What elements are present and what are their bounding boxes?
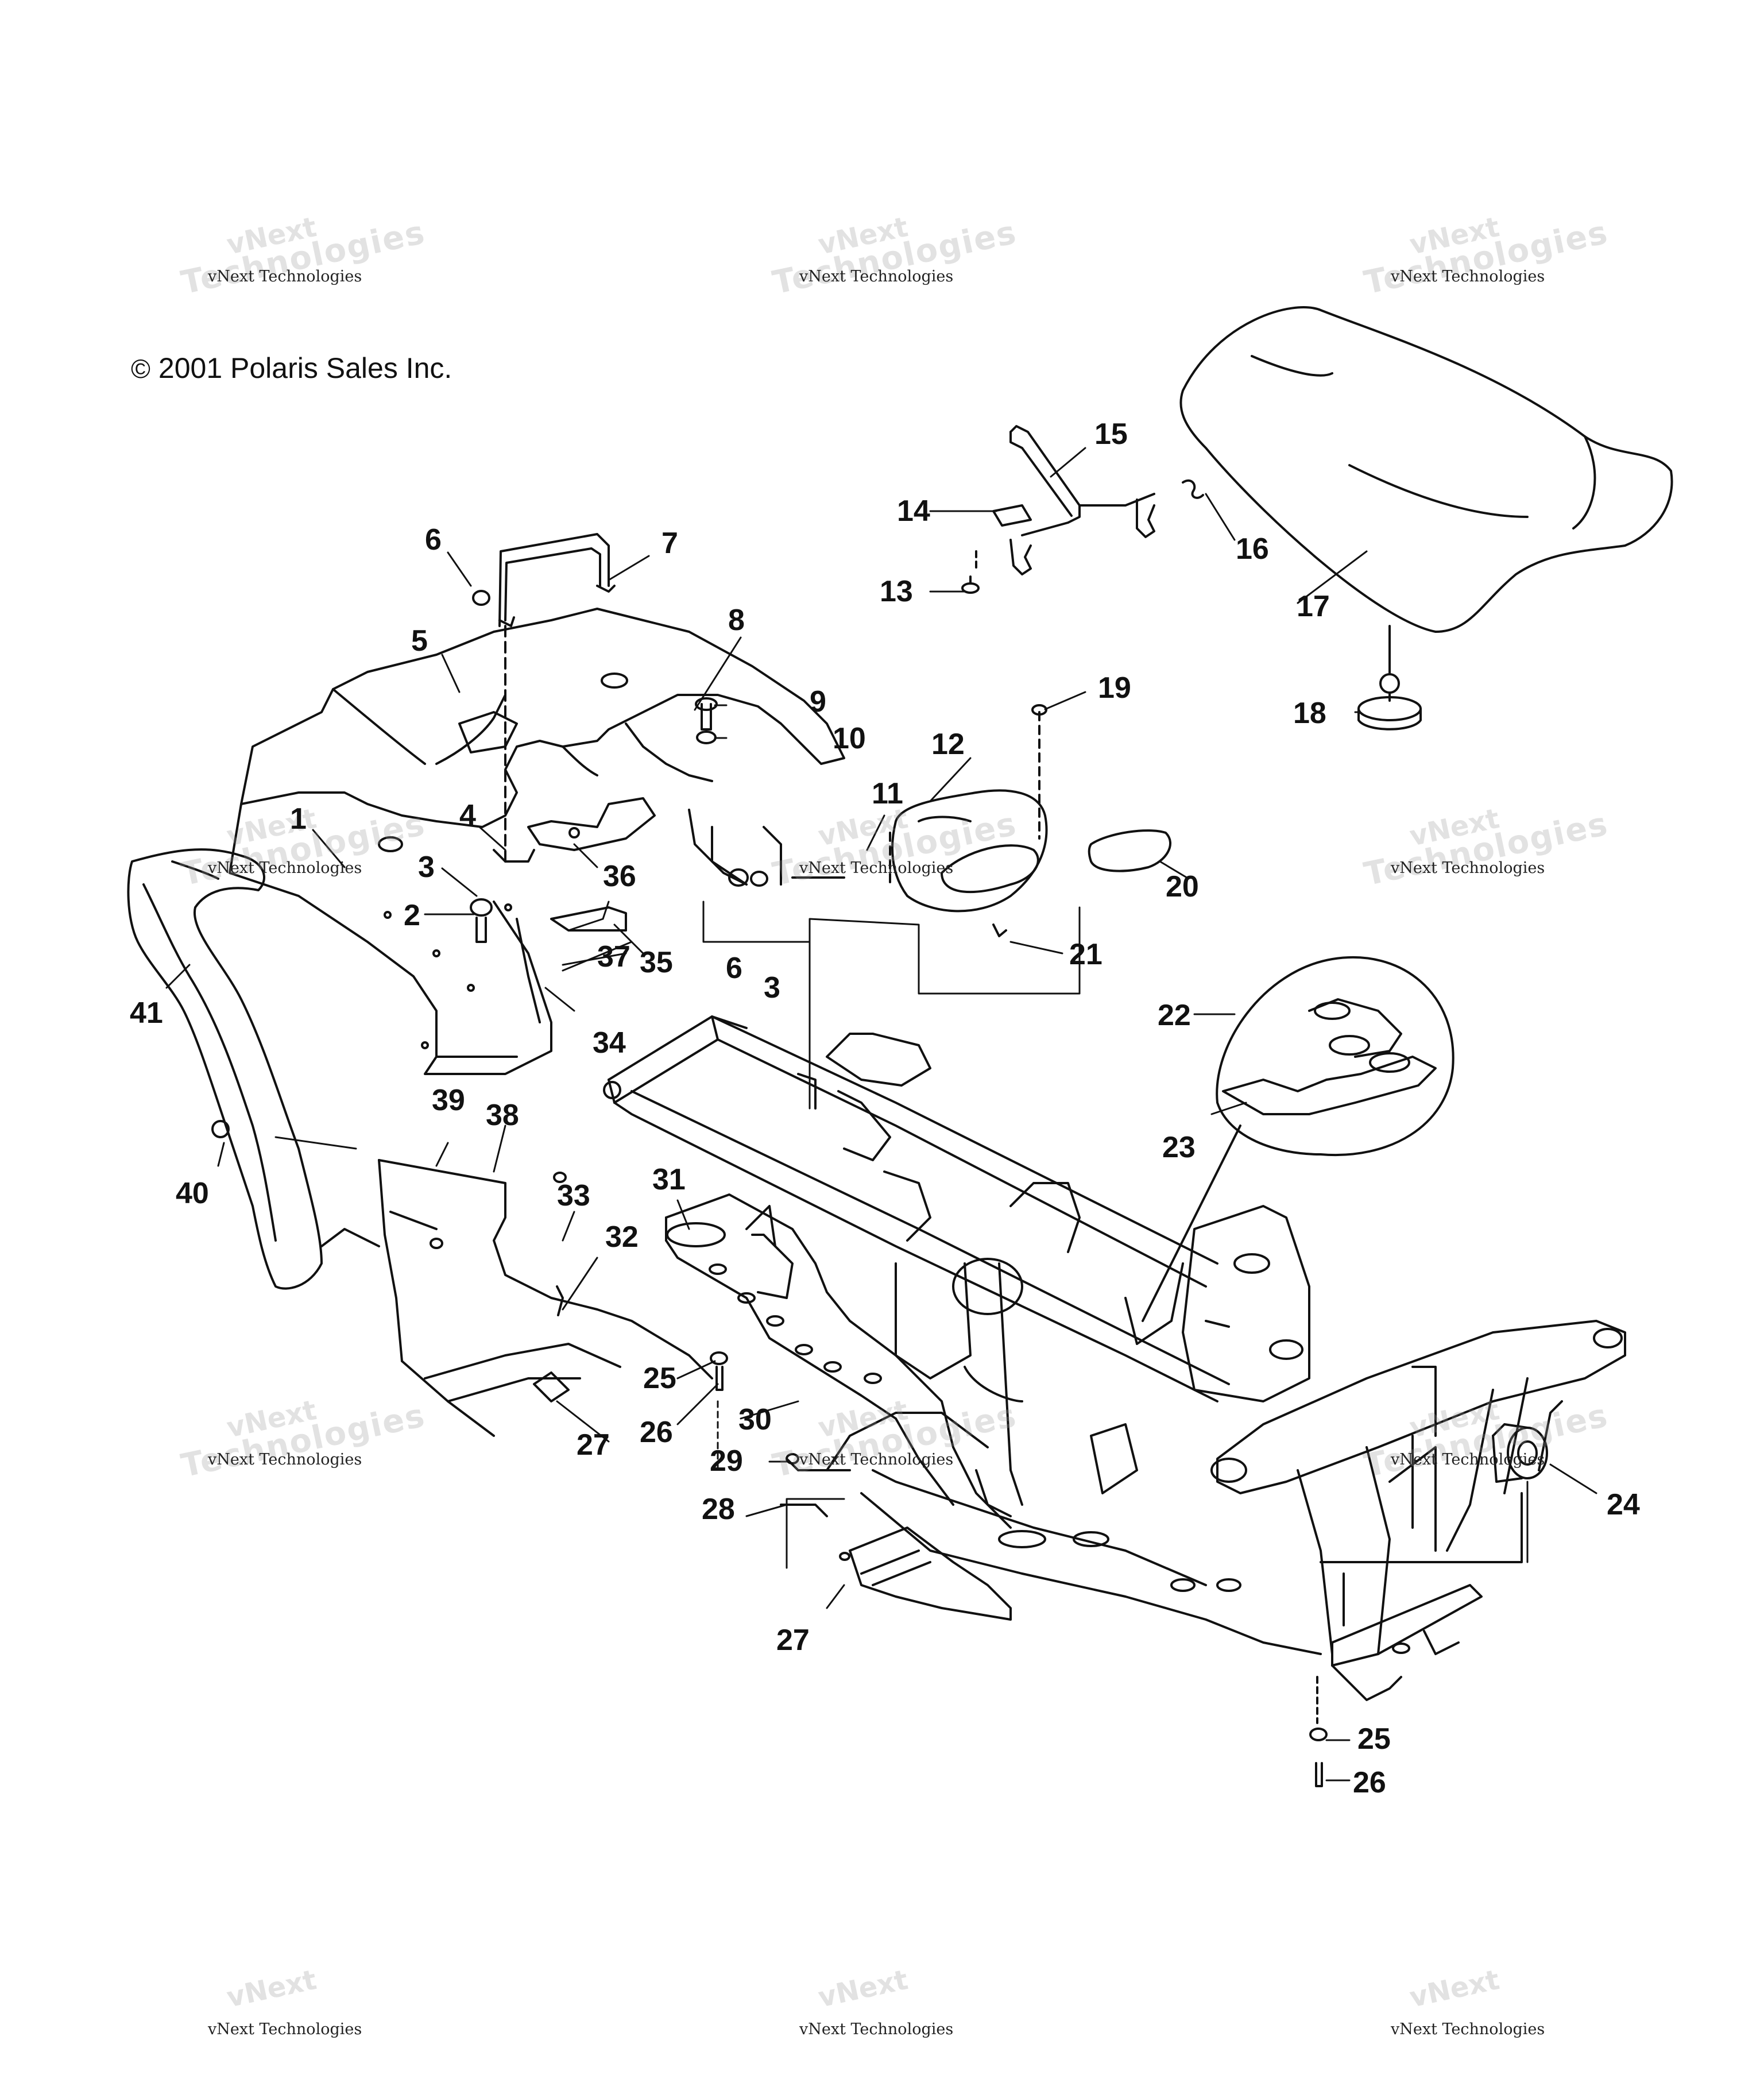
- callout-30: 30: [738, 1403, 772, 1436]
- copyright-notice: © 2001 Polaris Sales Inc.: [131, 351, 452, 385]
- watermark-small: vNext Technologies: [208, 859, 362, 877]
- callout-31: 31: [652, 1163, 686, 1196]
- callout-25: 25: [643, 1362, 676, 1395]
- frame-part: [603, 1015, 1626, 1701]
- detail-inset-part: [1142, 956, 1454, 1322]
- watermark: vNext Technologies vNext Technologies: [178, 802, 442, 918]
- callout-6b: 6: [726, 952, 742, 985]
- callout-3b: 3: [764, 971, 780, 1004]
- watermark-small: vNext Technologies: [799, 268, 954, 285]
- callout-3: 3: [418, 851, 435, 884]
- callout-17: 17: [1297, 590, 1330, 623]
- callout-2: 2: [404, 899, 420, 932]
- footwell-part: [320, 1159, 713, 1437]
- watermark: vNext vNext Technologies: [1361, 1964, 1625, 2079]
- watermark-small: vNext Technologies: [799, 2020, 954, 2038]
- callout-25b: 25: [1357, 1722, 1391, 1756]
- callout-16: 16: [1236, 532, 1269, 566]
- callout-4: 4: [459, 799, 476, 832]
- callout-1: 1: [290, 802, 307, 836]
- copyright-text: 2001 Polaris Sales Inc.: [158, 352, 452, 384]
- rear-fender-part: [229, 608, 845, 1075]
- callout-8: 8: [728, 604, 745, 637]
- callout-39: 39: [432, 1084, 465, 1117]
- watermark-small: vNext Technologies: [1391, 859, 1545, 877]
- callout-28: 28: [702, 1493, 735, 1526]
- watermark: vNext Technologies vNext Technologies: [178, 211, 442, 326]
- watermark-small: vNext Technologies: [208, 2020, 362, 2038]
- fasteners-part: [211, 590, 1328, 1787]
- guide-lines: [274, 901, 1529, 1569]
- callout-41: 41: [130, 996, 163, 1030]
- callout-11: 11: [872, 777, 903, 810]
- watermark-small: vNext Technologies: [1391, 268, 1545, 285]
- watermark-small: vNext Technologies: [1391, 1451, 1545, 1469]
- callout-13: 13: [880, 575, 913, 608]
- callout-5: 5: [411, 624, 428, 658]
- callout-40: 40: [176, 1177, 209, 1210]
- callout-20: 20: [1166, 870, 1199, 903]
- seat-bumper-part: [1357, 625, 1422, 731]
- callout-9: 9: [810, 685, 826, 718]
- watermark: vNext vNext Technologies: [769, 1964, 1034, 2079]
- callout-18: 18: [1293, 697, 1326, 730]
- grab-rail-part: [127, 848, 323, 1290]
- watermark: vNext Technologies vNext Technologies: [1361, 1394, 1625, 1509]
- callout-29: 29: [710, 1444, 743, 1478]
- callout-34: 34: [593, 1026, 626, 1060]
- callout-33: 33: [557, 1179, 590, 1212]
- watermark: vNext Technologies vNext Technologies: [178, 1394, 442, 1509]
- callout-14: 14: [897, 494, 930, 528]
- watermark: vNext Technologies vNext Technologies: [769, 802, 1034, 918]
- watermark: vNext Technologies vNext Technologies: [769, 1394, 1034, 1509]
- watermark: vNext vNext Technologies: [178, 1964, 442, 2079]
- seat-part: [1179, 306, 1673, 633]
- storage-box-part: [889, 711, 1172, 937]
- seat-latch-part: [961, 425, 1204, 594]
- watermark: vNext Technologies vNext Technologies: [1361, 802, 1625, 918]
- callout-36: 36: [603, 860, 636, 893]
- callout-7: 7: [662, 527, 678, 560]
- fender-bracket-part: [493, 797, 656, 932]
- callout-6: 6: [425, 523, 442, 557]
- callout-26b: 26: [1353, 1766, 1386, 1799]
- copyright-symbol: ©: [131, 354, 150, 384]
- callout-21: 21: [1069, 938, 1102, 971]
- callout-35: 35: [640, 946, 673, 979]
- watermark-small: vNext Technologies: [799, 1451, 954, 1469]
- watermark-small: vNext Technologies: [208, 268, 362, 285]
- callout-27b: 27: [776, 1624, 810, 1657]
- callout-10: 10: [833, 722, 866, 755]
- callout-23: 23: [1162, 1131, 1196, 1164]
- watermark: vNext Technologies vNext Technologies: [769, 211, 1034, 326]
- watermark-small: vNext Technologies: [799, 859, 954, 877]
- callout-12: 12: [931, 728, 965, 761]
- callout-22: 22: [1158, 999, 1191, 1032]
- watermark-small: vNext Technologies: [208, 1451, 362, 1469]
- callout-15: 15: [1094, 418, 1128, 451]
- support-bar-part: [498, 533, 616, 868]
- callout-32: 32: [605, 1220, 639, 1254]
- callout-19: 19: [1098, 671, 1131, 705]
- watermark: vNext Technologies vNext Technologies: [1361, 211, 1625, 326]
- callout-26: 26: [640, 1416, 673, 1449]
- callout-37: 37: [597, 940, 630, 973]
- callout-38: 38: [486, 1099, 519, 1132]
- watermark-small: vNext Technologies: [1391, 2020, 1545, 2038]
- callout-27: 27: [577, 1428, 610, 1462]
- callout-leaders: [165, 447, 1597, 1782]
- callout-24: 24: [1607, 1488, 1640, 1521]
